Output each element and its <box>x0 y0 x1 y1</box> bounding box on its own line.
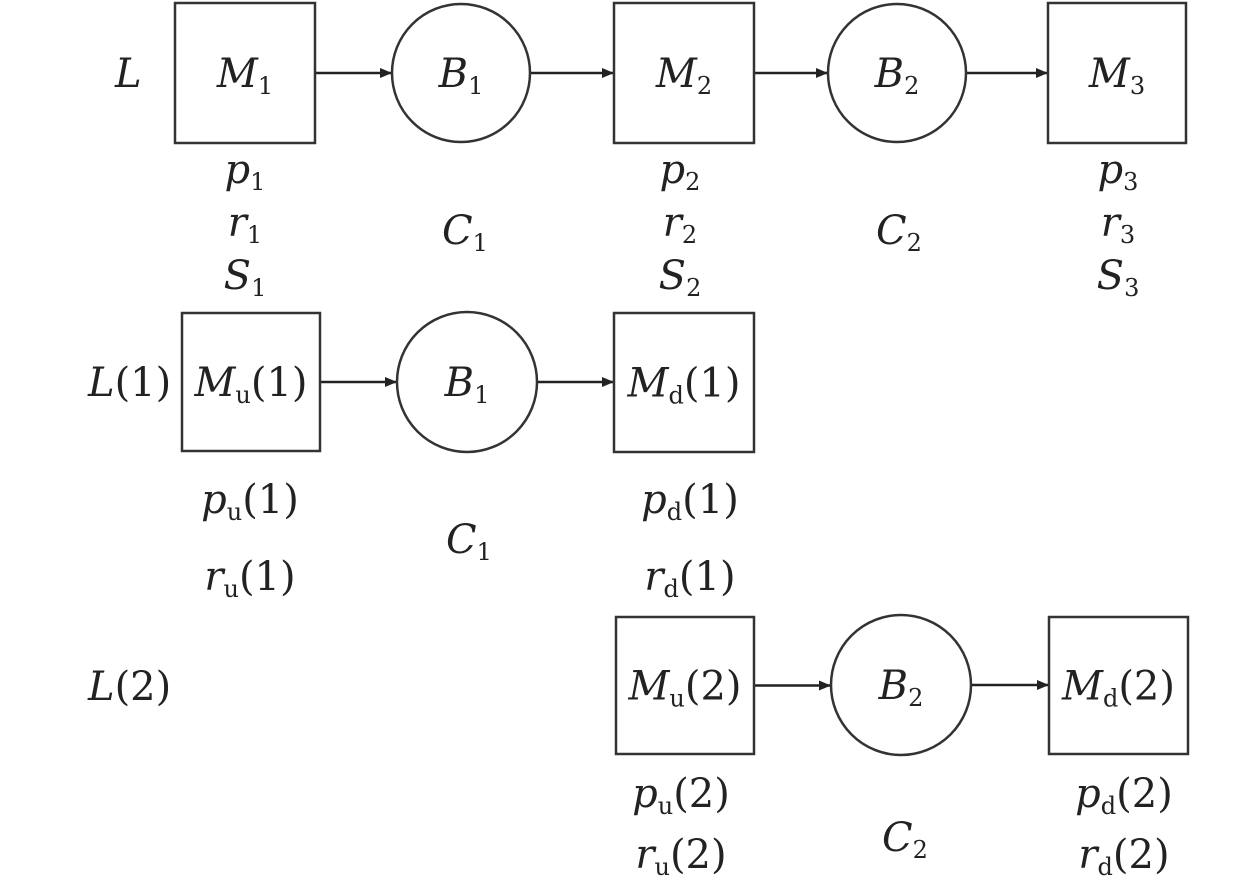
node-label-b2: B2 <box>874 51 920 100</box>
machine-box <box>614 615 756 756</box>
param-label-ru1: ru(1) <box>204 554 295 603</box>
param-label-c2b: C2 <box>882 815 928 864</box>
buffer-node-b2: B2 <box>826 2 968 144</box>
param-label-pd2: pd(2) <box>1075 771 1173 820</box>
machine-box <box>1046 1 1188 145</box>
machine-box <box>612 311 756 454</box>
node-label-b1: B1 <box>438 51 484 100</box>
machine-box <box>612 1 756 145</box>
node-label-md2: Md(2) <box>1061 664 1175 713</box>
machine-box <box>1047 615 1190 756</box>
row-label-1: L(1) <box>87 360 171 406</box>
param-label-s3: S3 <box>1097 253 1140 302</box>
buffer-node-b1: B1 <box>390 2 532 144</box>
machine-node-mu2: Mu(2) <box>614 615 756 756</box>
machine-node-md1: Md(1) <box>612 311 756 454</box>
buffer-circle <box>390 2 532 144</box>
buffer-circle <box>395 310 539 454</box>
row-label-0: L <box>114 51 142 97</box>
param-label-c1: C1 <box>442 208 488 257</box>
param-label-r3: r3 <box>1101 200 1135 249</box>
machine-box <box>173 1 317 145</box>
param-label-r1: r1 <box>228 200 262 249</box>
param-label-s1: S1 <box>224 253 267 302</box>
machine-box <box>180 311 322 453</box>
param-label-p2: p2 <box>660 147 701 196</box>
param-label-pd1: pd(1) <box>641 477 739 526</box>
param-label-rd2: rd(2) <box>1078 832 1169 881</box>
node-label-m2: M2 <box>655 51 712 100</box>
node-label-mu1: Mu(1) <box>193 360 307 409</box>
buffer-circle <box>829 613 973 757</box>
node-label-b2b: B2 <box>878 663 924 712</box>
param-label-pu1: pu(1) <box>201 477 299 526</box>
param-label-p3: p3 <box>1098 147 1139 196</box>
param-label-c2: C2 <box>876 208 922 257</box>
machine-node-m1: M1 <box>173 1 317 145</box>
labels-layer: LL(1)L(2)p1r1S1C1p2r2S2C2p3r3S3pu(1)ru(1… <box>87 51 1173 881</box>
machine-node-mu1: Mu(1) <box>180 311 322 453</box>
param-label-ru2: ru(2) <box>635 832 726 881</box>
machine-node-md2: Md(2) <box>1047 615 1190 756</box>
node-label-m1: M1 <box>216 51 273 100</box>
machine-node-m3: M3 <box>1046 1 1188 145</box>
buffer-node-b2b: B2 <box>829 613 973 757</box>
node-label-m3: M3 <box>1088 51 1145 100</box>
machine-node-m2: M2 <box>612 1 756 145</box>
buffer-node-b1b: B1 <box>395 310 539 454</box>
param-label-s2: S2 <box>659 253 702 302</box>
node-label-b1b: B1 <box>444 360 490 409</box>
param-label-pu2: pu(2) <box>632 771 730 820</box>
param-label-c1b: C1 <box>446 517 492 566</box>
param-label-p1: p1 <box>225 147 266 196</box>
edges-layer <box>315 68 1049 691</box>
row-label-2: L(2) <box>87 664 171 710</box>
node-label-md1: Md(1) <box>626 361 740 410</box>
buffer-circle <box>826 2 968 144</box>
param-label-rd1: rd(1) <box>644 554 735 603</box>
param-label-r2: r2 <box>663 200 697 249</box>
node-label-mu2: Mu(2) <box>627 664 741 713</box>
